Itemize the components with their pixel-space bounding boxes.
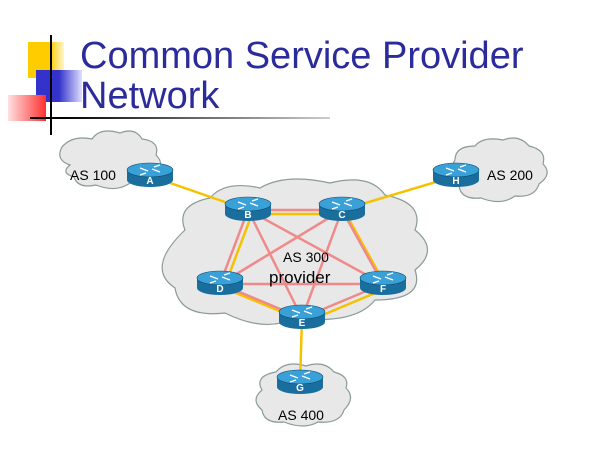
router-B[interactable]: B	[224, 196, 272, 221]
title-underline	[30, 117, 330, 119]
router-A[interactable]: A	[126, 162, 174, 187]
router-label: D	[216, 284, 223, 295]
logo-vertical-line	[50, 35, 52, 135]
cloud-label-as400: AS 400	[278, 407, 324, 423]
slide-title: Common Service Provider Network	[80, 36, 523, 116]
slide-title-line1: Common Service Provider	[80, 35, 524, 77]
router-label: B	[244, 210, 251, 221]
ibgp-link-C-E	[300, 209, 344, 319]
router-E[interactable]: E	[278, 304, 326, 329]
ibgp-link-B-E	[246, 209, 304, 319]
router-G[interactable]: G	[276, 369, 324, 394]
cloud-label-as200: AS 200	[487, 167, 533, 183]
router-label: A	[146, 176, 153, 187]
router-label: E	[299, 318, 306, 329]
cloud-label-as300: AS 300	[283, 249, 329, 265]
cloud-label-as100: AS 100	[70, 167, 116, 183]
router-label: F	[380, 284, 386, 295]
cloud-sublabel-provider: provider	[269, 268, 331, 287]
router-label: G	[296, 383, 304, 394]
router-C[interactable]: C	[318, 196, 366, 221]
ibgp-link-B-F	[247, 208, 384, 286]
router-F[interactable]: F	[359, 270, 407, 295]
router-D[interactable]: D	[196, 270, 244, 295]
logo-red-square	[8, 95, 46, 121]
cloud-as200	[450, 137, 548, 203]
router-label: C	[338, 210, 345, 221]
ibgp-link-C-D	[219, 208, 343, 286]
slide-title-line2: Network	[80, 75, 220, 117]
router-label: H	[452, 176, 459, 187]
router-H[interactable]: H	[432, 162, 480, 187]
